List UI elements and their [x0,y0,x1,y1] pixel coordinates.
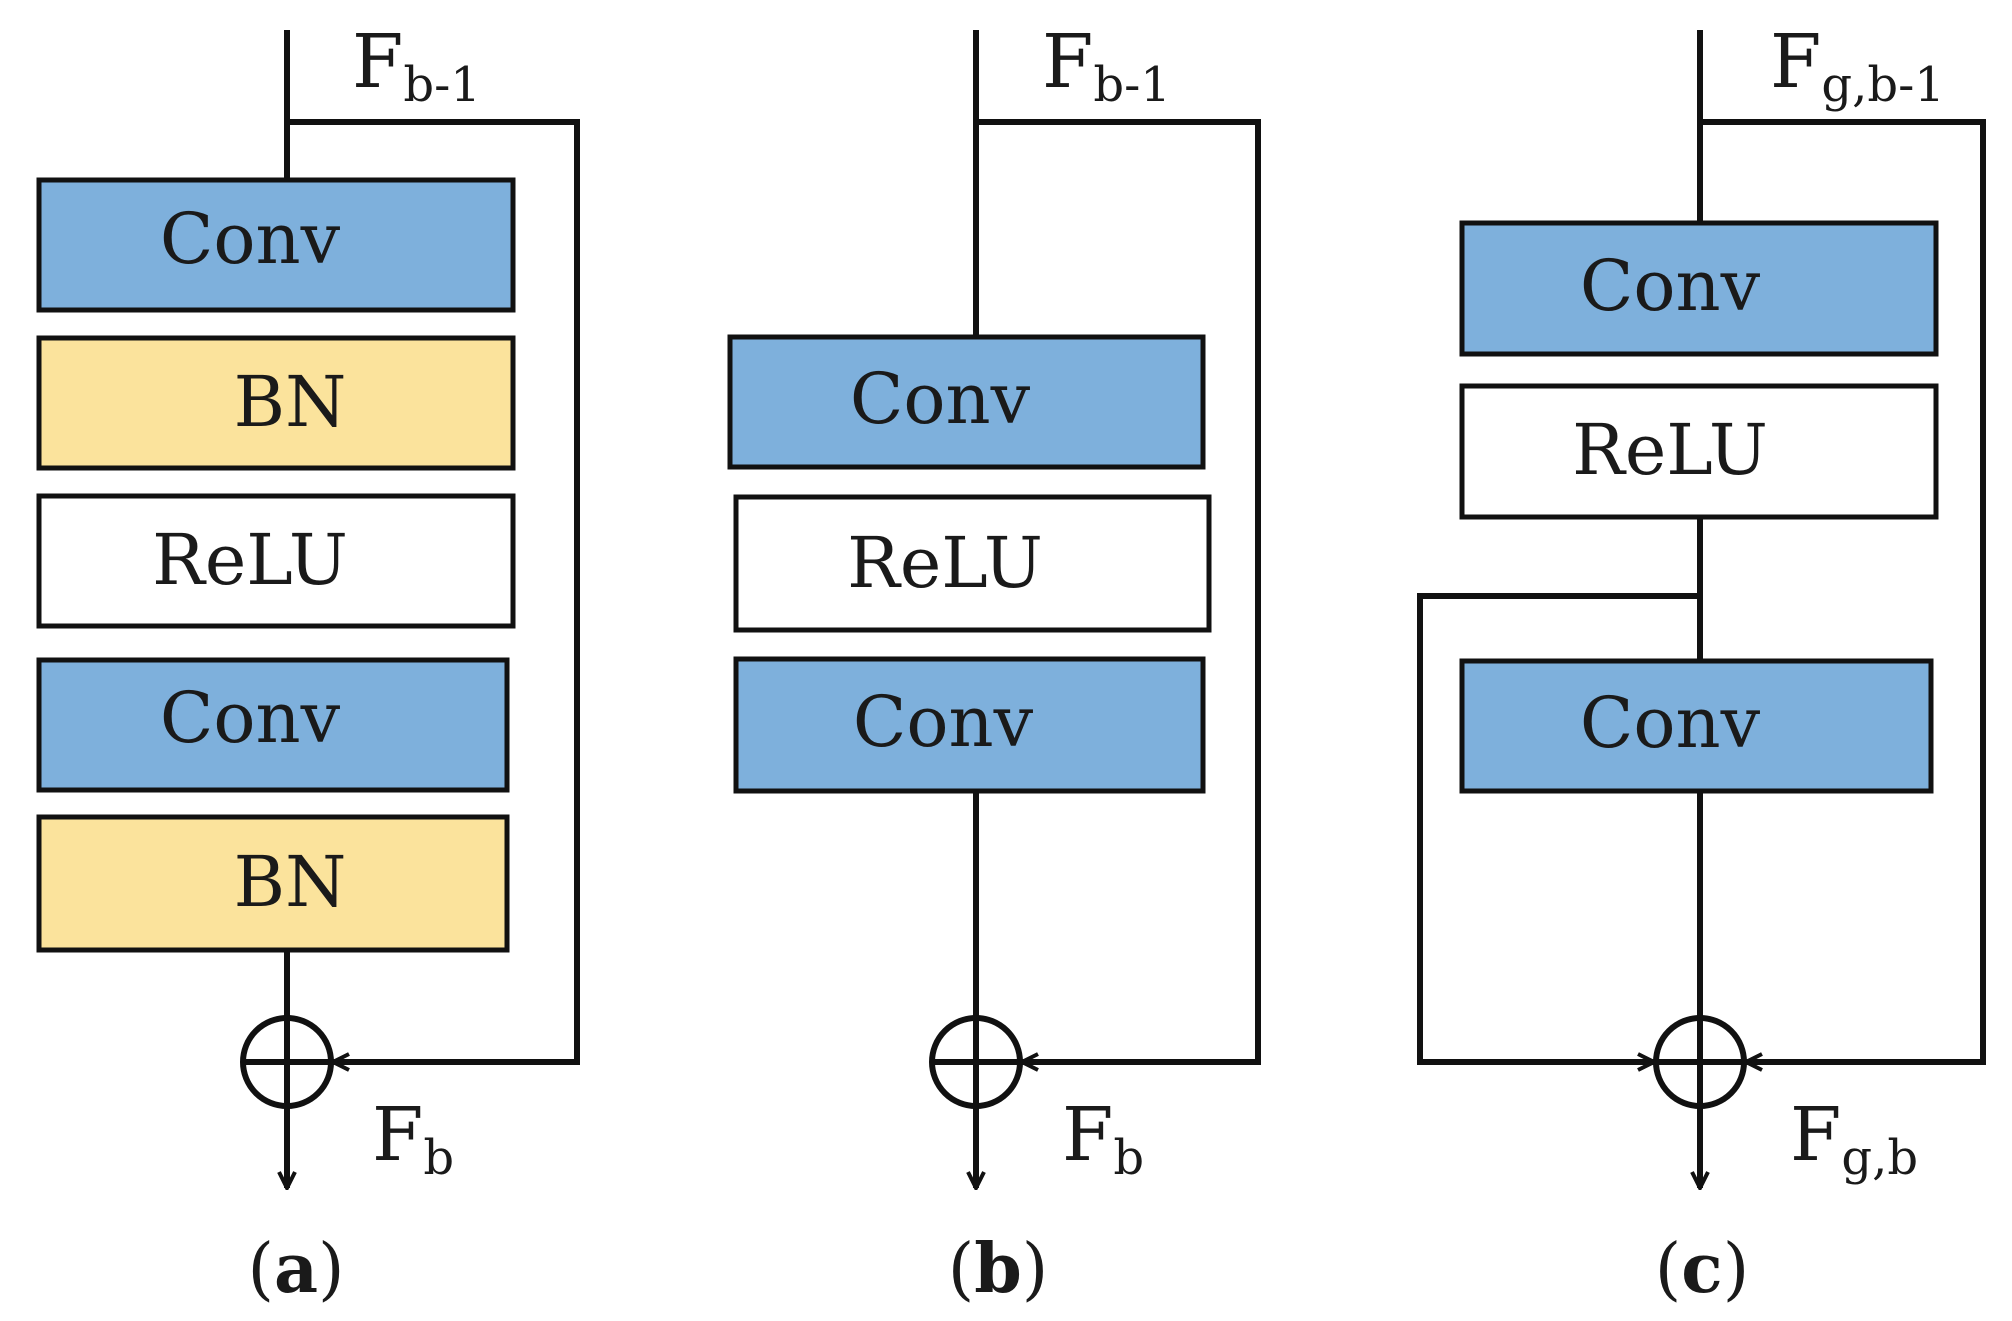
panel-c-inner-skip-connection [1417,593,1700,1062]
panel-c-sum-node [1653,1015,1747,1109]
panel-a-conv-block-2-rect [36,657,510,793]
panel-c-output-label: Fg,b [1790,1092,1918,1186]
panel-a-bn-block-2: BN [36,814,510,953]
panel-a-caption: (a) [247,1229,344,1309]
panel-c-relu-block-label: ReLU [1572,409,1768,491]
panel-b-relu-block-label: ReLU [847,522,1043,604]
panel-a: Conv BN ReLU Conv BN Fb-1 Fb [36,19,580,1309]
panel-c-conv-block-1: Conv [1459,220,1939,357]
panel-a-sum-node [240,1015,334,1109]
panel-c-caption: (c) [1655,1229,1749,1309]
panel-c-outer-skip-connection [1700,119,1986,1062]
panel-b-relu-block: ReLU [733,494,1212,633]
panel-c-relu-block-rect [1459,383,1939,520]
panel-b-skip-connection [976,119,1261,1062]
panel-b-input-label: Fb-1 [1042,19,1171,113]
panel-c-conv-block-1-label: Conv [1580,245,1761,327]
panel-b-conv-block-2-rect [733,656,1206,794]
panel-c-conv-block-2: Conv [1459,658,1934,794]
panel-b-conv-block-1-rect [727,334,1206,470]
panel-b-conv-block-1: Conv [727,334,1206,470]
panel-c-conv-block-1-rect [1459,220,1939,357]
panel-c-conv-block-2-rect [1459,658,1934,794]
panel-a-bn-block-1-label: BN [234,361,347,443]
panel-a-relu-block: ReLU [36,493,516,629]
panel-a-skip-connection [287,119,580,1062]
panel-b-conv-block-2-label: Conv [853,681,1034,763]
panel-a-conv-block-2: Conv [36,657,510,793]
panel-b-output-label: Fb [1062,1092,1144,1186]
panel-a-conv-block-1: Conv [36,177,516,313]
panel-b-caption: (b) [948,1229,1049,1309]
panel-a-relu-block-rect [36,493,516,629]
panel-c: Conv ReLU Conv Fg,b-1 Fg,b (c) [1417,19,1986,1309]
panel-b-sum-node [929,1015,1023,1109]
panel-a-bn-block-1-rect [36,335,516,471]
panel-a-input-label: Fb-1 [352,19,481,113]
panel-a-bn-block-1: BN [36,335,516,471]
panel-b-relu-block-rect [733,494,1212,633]
panel-c-relu-block: ReLU [1459,383,1939,520]
panel-a-conv-block-1-label: Conv [160,198,341,280]
panel-b-conv-block-2: Conv [733,656,1206,794]
panel-a-relu-block-label: ReLU [152,519,348,601]
panel-b-conv-block-1-label: Conv [850,358,1031,440]
panel-b: Conv ReLU Conv Fb-1 Fb (b) [727,19,1261,1309]
panel-a-output-label: Fb [372,1092,454,1186]
panel-a-bn-block-2-rect [36,814,510,953]
panel-a-conv-block-1-rect [36,177,516,313]
panel-a-bn-block-2-label: BN [234,841,347,923]
panel-c-conv-block-2-label: Conv [1580,682,1761,764]
panel-a-conv-block-2-label: Conv [160,677,341,759]
panel-c-input-label: Fg,b-1 [1770,19,1945,113]
